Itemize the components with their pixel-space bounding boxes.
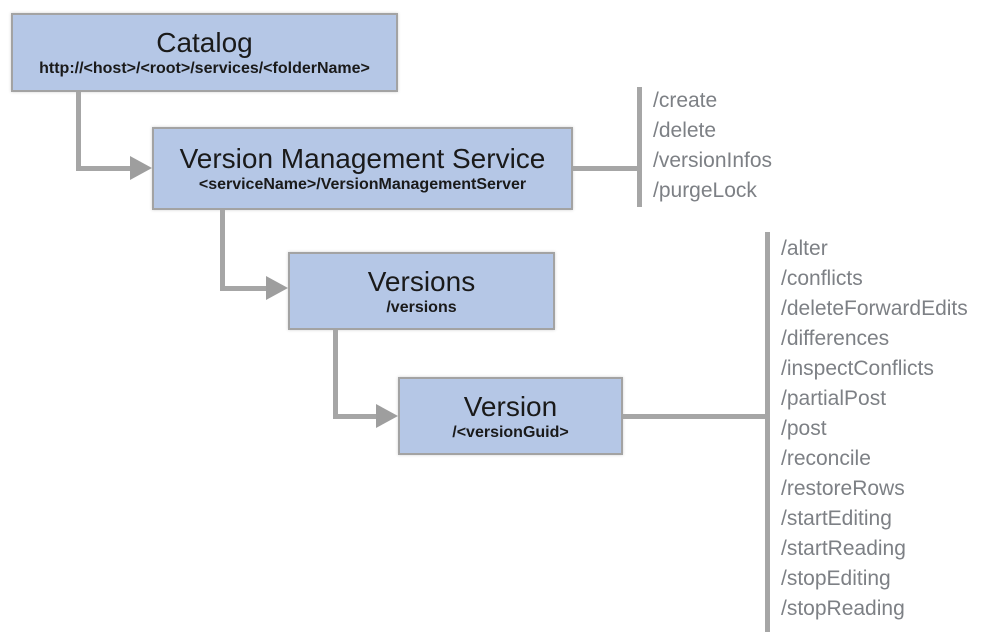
endpoint-item: /differences — [781, 327, 890, 350]
endpoint-item: /partialPost — [781, 387, 887, 410]
connector-vms-endpoints — [573, 166, 639, 171]
node-versions: Versions /versions — [288, 252, 555, 330]
connector-version-endpoints — [623, 414, 767, 419]
endpoint-item: /conflicts — [781, 267, 863, 290]
connector-vms-versions-vertical — [220, 210, 225, 291]
endpoint-item: /versionInfos — [653, 149, 773, 172]
connector-vms-versions-horizontal — [220, 286, 268, 291]
node-versions-title: Versions — [367, 265, 476, 297]
endpoint-item: /delete — [653, 119, 717, 142]
node-version-url: /<versionGuid> — [452, 423, 569, 441]
endpoint-item: /create — [653, 89, 718, 112]
endpoint-item: /startReading — [781, 537, 906, 560]
endpoint-item: /deleteForwardEdits — [781, 297, 968, 320]
node-version-title: Version — [463, 390, 558, 422]
node-catalog-title: Catalog — [156, 27, 253, 58]
endpoint-item: /stopEditing — [781, 567, 891, 590]
endpoint-item: /purgeLock — [653, 179, 757, 202]
endpoint-list-version: /alter /conflicts /deleteForwardEdits /d… — [781, 234, 968, 624]
arrowhead-right-icon — [130, 156, 152, 180]
node-catalog-url: http://<host>/<root>/services/<folderNam… — [39, 60, 370, 77]
endpoint-list-vms: /create /delete /versionInfos /purgeLock — [653, 86, 772, 206]
endpoint-item: /alter — [781, 237, 828, 260]
connector-versions-version-vertical — [333, 330, 338, 419]
endpoint-bar-version — [765, 232, 770, 632]
node-catalog: Catalog http://<host>/<root>/services/<f… — [11, 13, 398, 92]
node-version-management-service: Version Management Service <serviceName>… — [152, 127, 573, 210]
endpoint-item: /stopReading — [781, 597, 905, 620]
connector-catalog-vms-horizontal — [76, 166, 132, 171]
endpoint-item: /post — [781, 417, 827, 440]
endpoint-item: /inspectConflicts — [781, 357, 934, 380]
endpoint-item: /startEditing — [781, 507, 892, 530]
node-vms-url: <serviceName>/VersionManagementServer — [198, 176, 527, 193]
node-version: Version /<versionGuid> — [398, 377, 623, 455]
node-vms-title: Version Management Service — [179, 143, 546, 174]
endpoint-item: /restoreRows — [781, 477, 905, 500]
connector-catalog-vms-vertical — [76, 92, 81, 171]
endpoint-item: /reconcile — [781, 447, 871, 470]
node-versions-url: /versions — [386, 298, 457, 316]
connector-versions-version-horizontal — [333, 414, 378, 419]
arrowhead-right-icon — [376, 404, 398, 428]
endpoint-bar-vms — [637, 87, 642, 207]
arrowhead-right-icon — [266, 276, 288, 300]
